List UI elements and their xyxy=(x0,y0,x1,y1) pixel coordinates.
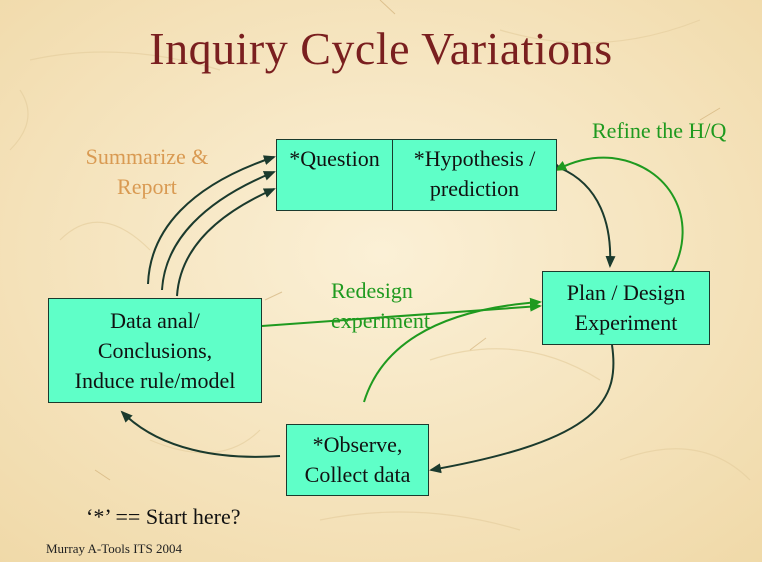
plan-line2: Experiment xyxy=(574,310,678,335)
observe-line1: *Observe, xyxy=(312,432,403,457)
data-line1: Data anal/ xyxy=(110,307,200,333)
data-line2: Conclusions, xyxy=(97,337,213,363)
summarize-arrow-3 xyxy=(176,188,276,297)
hypothesis-box: *Hypothesis / prediction xyxy=(392,139,557,211)
question-box: *Question xyxy=(276,139,393,211)
plan-box: Plan / Design Experiment xyxy=(542,271,710,345)
hypothesis-line1: *Hypothesis / xyxy=(413,146,536,171)
plan-observe-arrow xyxy=(429,344,615,474)
hypothesis-plan-arrow xyxy=(548,159,616,268)
observe-data-arrow xyxy=(120,410,281,458)
footer-credit: Murray A-Tools ITS 2004 xyxy=(46,541,182,556)
question-label: *Question xyxy=(289,146,380,171)
redesign-curve-arrow xyxy=(363,297,542,403)
slide-title: Inquiry Cycle Variations xyxy=(149,23,613,74)
redesign-straight-arrow xyxy=(261,301,542,327)
start-note: ‘*’ == Start here? xyxy=(86,504,241,529)
data-analysis-box: Data anal/ Conclusions, Induce rule/mode… xyxy=(48,298,262,403)
hypothesis-line2: prediction xyxy=(429,176,520,201)
refine-label: Refine the H/Q xyxy=(592,118,727,143)
summarize-label: Summarize & Report xyxy=(85,144,209,199)
observe-line2: Collect data xyxy=(304,462,411,487)
observe-box: *Observe, Collect data xyxy=(286,424,429,496)
plan-line1: Plan / Design xyxy=(566,280,686,305)
summarize-arrow-2 xyxy=(161,171,276,291)
refine-arrow xyxy=(554,156,684,273)
summarize-arrow-1 xyxy=(147,155,276,285)
data-line3: Induce rule/model xyxy=(74,367,236,393)
redesign-label: Redesign experiment xyxy=(331,278,430,333)
